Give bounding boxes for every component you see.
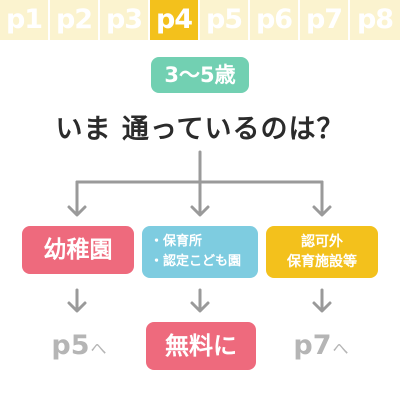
option-nursery: ・保育所 ・認定こども園 bbox=[142, 226, 258, 278]
goto-p7-page: p7 bbox=[293, 330, 332, 361]
tab-p2[interactable]: p2 bbox=[50, 0, 100, 40]
tab-p8[interactable]: p8 bbox=[350, 0, 400, 40]
arrowhead-left bbox=[67, 205, 87, 217]
option-unlicensed-line-2: 保育施設等 bbox=[287, 254, 357, 270]
tab-p6[interactable]: p6 bbox=[250, 0, 300, 40]
goto-p5-arrow: へ bbox=[90, 339, 107, 358]
arrowhead-middle bbox=[190, 205, 210, 217]
arrowhead-right bbox=[312, 205, 332, 217]
tab-p3[interactable]: p3 bbox=[100, 0, 150, 40]
option-nursery-line-1: ・保育所 bbox=[150, 234, 203, 249]
question-title: いま 通っているのは？ bbox=[55, 114, 345, 145]
tab-p1[interactable]: p1 bbox=[0, 0, 50, 40]
goto-p7-arrow: へ bbox=[332, 339, 349, 358]
option-unlicensed: 認可外 保育施設等 bbox=[266, 226, 378, 278]
option-unlicensed-line-1: 認可外 bbox=[301, 234, 343, 250]
tab-p7[interactable]: p7 bbox=[300, 0, 350, 40]
option-nursery-line-2: ・認定こども園 bbox=[150, 254, 242, 269]
age-badge: 3〜5歳 bbox=[151, 57, 249, 93]
tab-p4[interactable]: p4 bbox=[150, 0, 200, 40]
down-arrowhead-middle bbox=[190, 301, 210, 313]
option-kindergarten: 幼稚園 bbox=[22, 226, 134, 274]
down-arrowhead-left bbox=[67, 301, 87, 313]
tab-p5[interactable]: p5 bbox=[200, 0, 250, 40]
goto-p5-page: p5 bbox=[51, 330, 90, 361]
down-arrowhead-right bbox=[312, 301, 332, 313]
result-free-badge: 無料に bbox=[146, 322, 256, 370]
goto-p7[interactable]: p7へ bbox=[266, 328, 376, 367]
goto-p5[interactable]: p5へ bbox=[24, 328, 134, 367]
